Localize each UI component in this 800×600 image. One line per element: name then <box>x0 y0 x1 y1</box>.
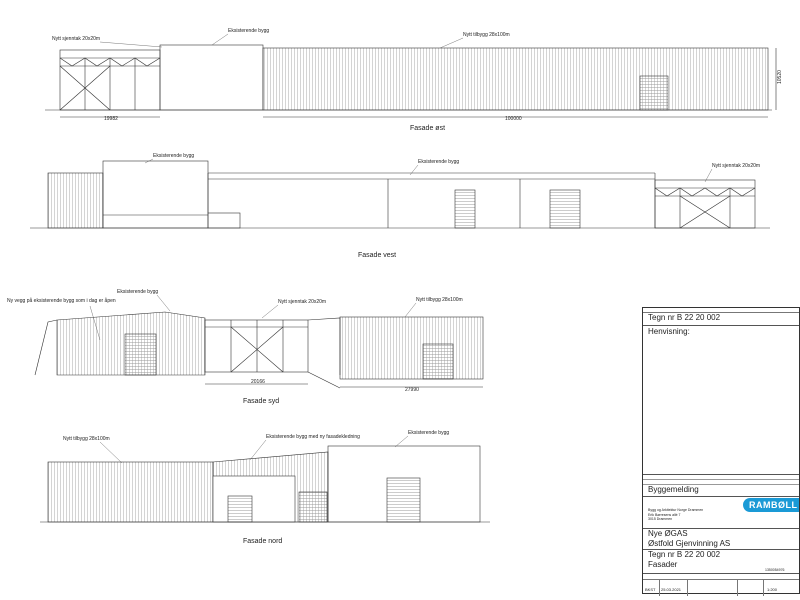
divider-4 <box>643 484 799 485</box>
south-label-new: Nytt tilbygg 28x100m <box>416 297 463 303</box>
divider-5 <box>643 496 799 497</box>
project-name: Østfold Gjenvinning AS <box>648 539 731 548</box>
divider-1 <box>643 325 799 326</box>
reference-label: Henvisning: <box>648 327 690 336</box>
west-door-2 <box>549 189 581 229</box>
north-labels: Nytt tilbygg 28x100m Eksisterende bygg m… <box>63 430 449 545</box>
company-lines: Bygg og Arkitektur Norge Drammen Erik Bø… <box>648 508 703 522</box>
north-leaders <box>99 435 409 464</box>
west-roof-frame <box>654 179 756 229</box>
north-new-extension <box>47 461 214 523</box>
south-label-roof: Nytt sjenntak 20x20m <box>278 299 326 305</box>
north-door-1 <box>227 495 253 523</box>
east-door <box>639 75 669 111</box>
west-labels: Eksisterende bygg Eksisterende bygg Nytt… <box>153 153 760 259</box>
south-label-existing: Eksisterende bygg <box>117 289 158 295</box>
west-label-existing-1: Eksisterende bygg <box>153 153 194 159</box>
south-new-extension <box>339 316 484 380</box>
drawing-title: Fasader <box>648 560 678 569</box>
status-label: Byggemelding <box>648 485 699 494</box>
south-label-wall: Ny vegg på eksisterende bygg som i dag e… <box>7 297 116 304</box>
north-label-cladding: Eksisterende bygg med ny fasadekledning <box>266 434 360 440</box>
east-existing-building <box>159 44 264 111</box>
south-title: Fasade syd <box>243 398 279 405</box>
west-leaders <box>144 158 713 183</box>
north-entrance-block <box>212 475 296 523</box>
divider-3 <box>643 479 799 480</box>
east-label-new: Nytt tilbygg 28x100m <box>463 32 510 38</box>
client-name: Nye ØGAS <box>648 529 688 538</box>
west-left-block <box>47 172 104 229</box>
north-title: Fasade nord <box>243 538 282 545</box>
meta-cell <box>659 580 688 596</box>
meta-cell <box>737 580 764 596</box>
east-label-roof: Nytt sjenntak 20x20m <box>52 36 100 42</box>
south-roof-structure <box>204 319 309 373</box>
north-door-3 <box>386 477 421 523</box>
drawing-number-top: Tegn nr B 22 20 002 <box>648 313 721 322</box>
meta-cell <box>687 580 738 596</box>
meta-row: BKST 25.03.2021 1:200 <box>643 579 799 596</box>
drawn-by: BKST <box>645 587 656 592</box>
east-label-existing: Eksisterende bygg <box>228 28 269 34</box>
south-labels: Ny vegg på eksisterende bygg som i dag e… <box>7 289 463 405</box>
south-dim-2: 27990 <box>405 387 419 393</box>
north-label-existing: Eksisterende bygg <box>408 430 449 436</box>
west-low-annex <box>207 212 241 229</box>
company-line: Erik Børresens allé 7 <box>648 512 681 517</box>
divider-8 <box>643 573 799 574</box>
divider-6 <box>643 528 799 529</box>
south-door-2 <box>422 343 454 380</box>
ramboll-logo: RAMBØLL <box>743 498 799 512</box>
east-new-extension <box>262 47 769 111</box>
east-title: Fasade øst <box>410 125 445 132</box>
west-existing-building <box>102 160 209 229</box>
divider-2 <box>643 474 799 475</box>
west-label-roof: Nytt sjenntak 20x20m <box>712 163 760 169</box>
elevation-north <box>40 445 490 523</box>
company-line: Bygg og Arkitektur Norge Drammen <box>648 508 704 512</box>
east-dim-height: 10520 <box>777 70 783 84</box>
ramboll-logo-text: RAMBØLL <box>749 500 798 510</box>
east-dim-main: 100000 <box>505 116 522 122</box>
south-door-1 <box>124 333 157 376</box>
south-dim-1: 20166 <box>251 379 265 385</box>
east-dim-left: 19982 <box>104 116 118 122</box>
north-label-new: Nytt tilbygg 28x100m <box>63 436 110 442</box>
title-block-header <box>643 308 799 313</box>
west-door-1 <box>454 189 476 229</box>
elevation-west <box>30 160 770 229</box>
drawing-number: Tegn nr B 22 20 002 <box>648 550 721 559</box>
divider-7 <box>643 549 799 550</box>
scale: 1:200 <box>767 587 778 592</box>
west-label-existing-2: Eksisterende bygg <box>418 159 459 165</box>
project-number: 1350054976 <box>765 568 785 572</box>
company-line: 3015 Drammen <box>648 517 673 521</box>
elevation-south <box>34 311 484 389</box>
elevation-east <box>45 44 777 118</box>
meta-cell <box>643 580 660 596</box>
east-leaders <box>99 33 464 49</box>
east-labels: Nytt sjenntak 20x20m Eksisterende bygg N… <box>52 28 783 132</box>
title-block: Tegn nr B 22 20 002 Henvisning: Byggemel… <box>642 307 800 596</box>
date: 25.03.2021 <box>661 587 682 592</box>
west-title: Fasade vest <box>358 252 396 259</box>
south-leaders <box>89 294 417 341</box>
north-door-2 <box>298 491 328 523</box>
